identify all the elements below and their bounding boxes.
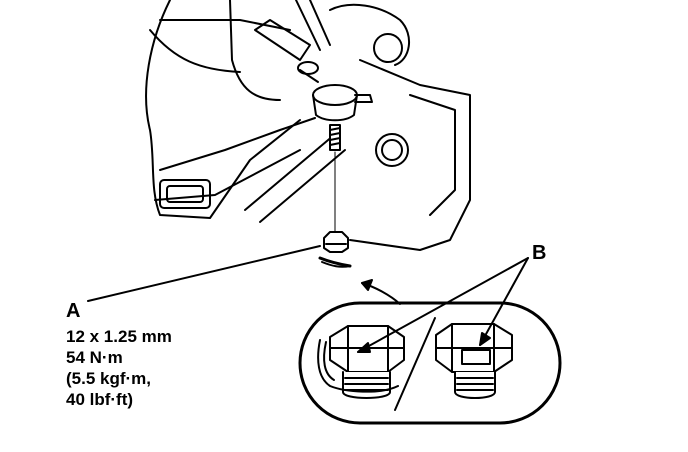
detail-arrow — [361, 279, 401, 305]
spec-torque-kgfm: (5.5 kgf·m, — [66, 369, 152, 388]
spec-thread-size: 12 x 1.25 mm — [66, 327, 172, 346]
spec-torque-lbfft: 40 lbf·ft) — [66, 390, 134, 409]
leader-lines-b — [357, 257, 529, 353]
callout-a-label: A — [66, 300, 81, 322]
leader-line-a — [87, 245, 321, 302]
detail-inset — [298, 301, 562, 425]
spec-torque-nm: 54 N·m — [66, 348, 123, 367]
torque-spec: 12 x 1.25 mm 54 N·m (5.5 kgf·m, 40 lbf·f… — [66, 326, 172, 410]
callout-b-label: B — [532, 242, 547, 264]
castle-nut-exploded — [323, 151, 349, 253]
cotter-pin-exploded — [318, 256, 352, 268]
suspension-assembly — [145, 0, 471, 251]
